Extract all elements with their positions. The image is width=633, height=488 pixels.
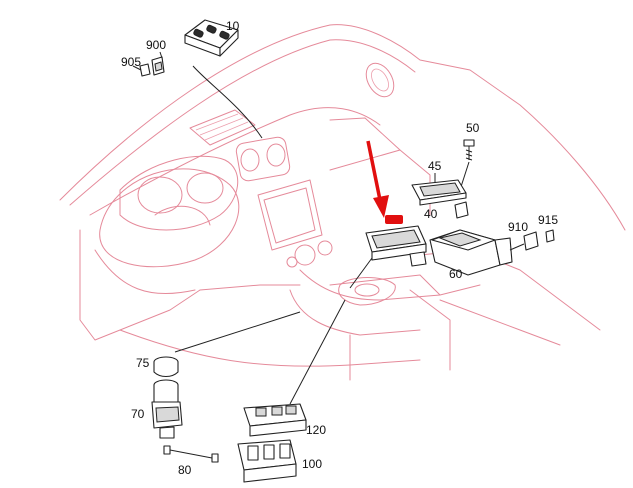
part-75-knob-cap: [153, 356, 179, 378]
callout-50: 50: [466, 121, 480, 135]
part-900-connector: [151, 56, 165, 76]
part-10-switch-block: [184, 19, 239, 57]
leader-10-to-dash: [192, 65, 263, 139]
part-905-clip: [139, 63, 151, 77]
part-910-connector: [509, 231, 539, 251]
leader-905: [132, 65, 142, 71]
part-45-module: [411, 179, 467, 206]
callout-900: 900: [146, 38, 166, 52]
part-40-clip: [454, 201, 469, 219]
highlighted-control-unit: [365, 225, 427, 267]
callout-120: 120: [306, 423, 326, 437]
callout-905: 905: [121, 55, 141, 69]
callout-915: 915: [538, 213, 558, 227]
leader-75: [174, 311, 301, 353]
dashboard-outline: [59, 24, 626, 381]
callout-40: 40: [424, 207, 438, 221]
part-100-module: [237, 439, 297, 483]
callout-10: 10: [226, 19, 240, 33]
highlight-badge: [385, 215, 403, 224]
callout-910: 910: [508, 220, 528, 234]
leader-900: [159, 51, 163, 59]
part-80-cable: [163, 445, 219, 463]
highlight-arrow: [366, 140, 403, 224]
callout-80: 80: [178, 463, 192, 477]
part-915-clip: [545, 229, 555, 243]
leader-120: [289, 299, 346, 405]
callout-75: 75: [136, 356, 150, 370]
leader-highlighted-unit: [349, 257, 373, 289]
callout-100: 100: [302, 457, 322, 471]
part-70-rotary-switch: [151, 379, 183, 439]
part-50-screw: [463, 139, 475, 161]
callout-70: 70: [131, 407, 145, 421]
callout-45: 45: [428, 159, 442, 173]
part-120-module: [243, 403, 307, 437]
part-60-control-unit: [429, 229, 513, 276]
callout-60: 60: [449, 267, 463, 281]
